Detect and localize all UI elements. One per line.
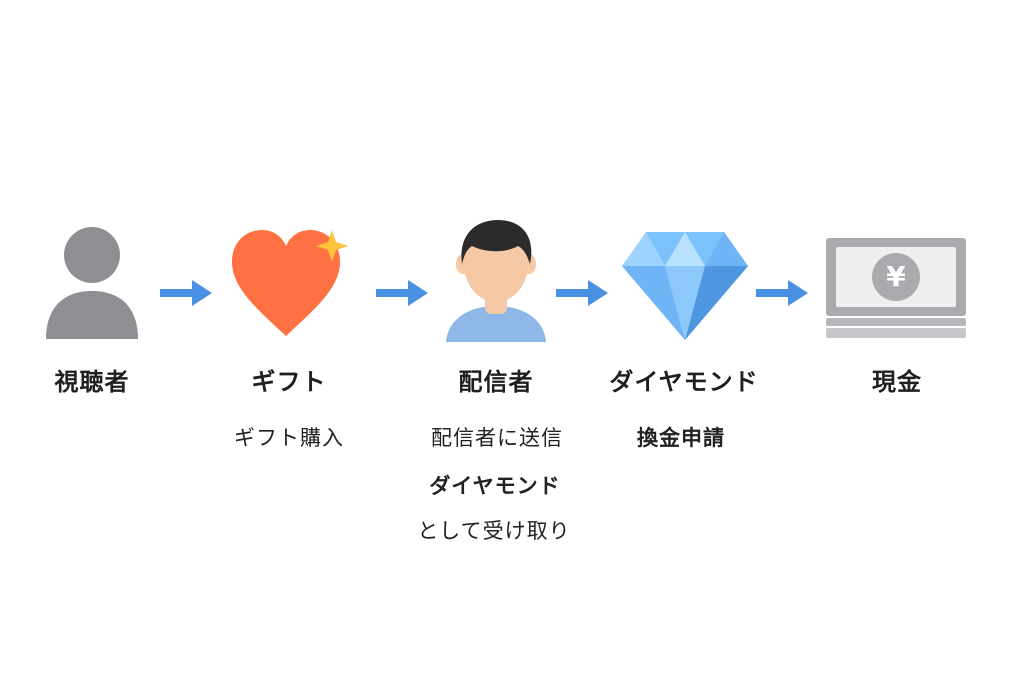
arrow-icon [376, 280, 428, 310]
arrow-icon [160, 280, 212, 310]
node-label-gift: ギフト [251, 368, 327, 396]
caption-send-to-streamer: 配信者に送信 [431, 426, 563, 450]
node-label-viewer: 視聴者 [54, 368, 130, 396]
node-label-streamer: 配信者 [458, 368, 534, 396]
arrow-icon [556, 280, 608, 310]
person-icon [44, 225, 140, 341]
node-label-diamond: ダイヤモンド [609, 368, 759, 396]
caption-receive-line1: ダイヤモンド [429, 474, 561, 498]
node-label-cash: 現金 [872, 368, 922, 396]
svg-text:¥: ¥ [886, 260, 906, 293]
caption-gift-purchase: ギフト購入 [234, 426, 344, 450]
caption-exchange-request: 換金申請 [637, 426, 725, 450]
diamond-icon [620, 230, 750, 342]
caption-receive-line2: として受け取り [417, 519, 571, 543]
heart-sparkle-icon [228, 226, 352, 340]
yen-banknote-icon: ¥ [824, 236, 968, 342]
streamer-avatar-icon [444, 218, 548, 344]
arrow-icon [756, 280, 808, 310]
